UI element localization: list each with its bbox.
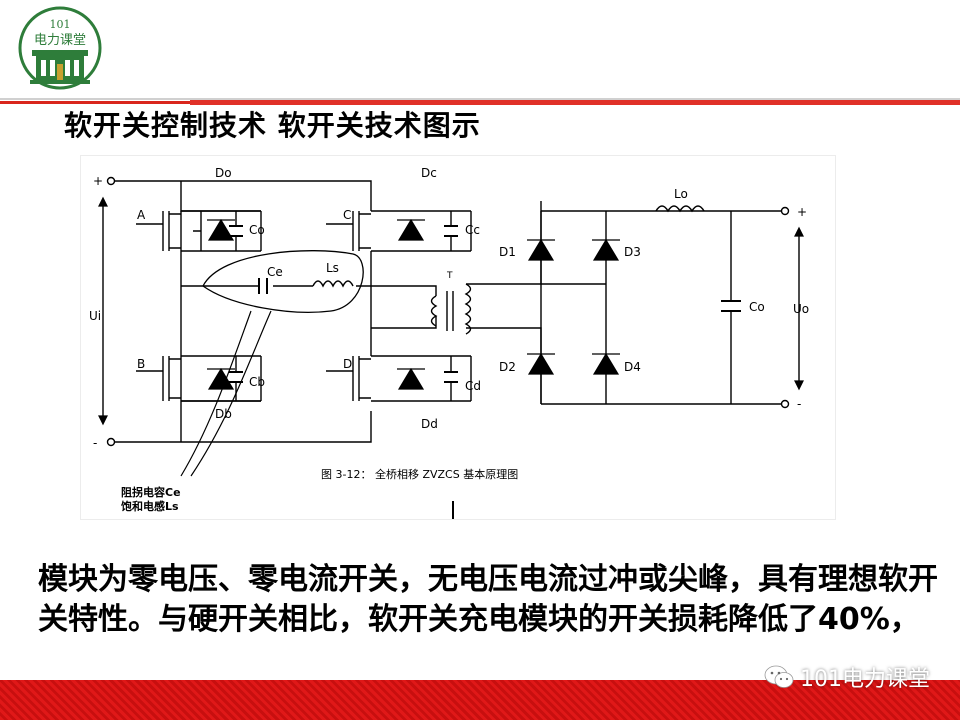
label-minus-out: - [797, 397, 801, 411]
annotation-loop [202, 250, 364, 313]
input-plus-terminal [106, 176, 116, 186]
diode-db-icon [207, 367, 235, 390]
watermark-text: 101电力课堂 [800, 667, 930, 692]
transformer-primary-icon [430, 295, 438, 327]
slide-title: 软开关控制技术 软开关技术图示 [64, 109, 481, 142]
watermark: 101电力课堂 [764, 662, 930, 692]
wechat-icon [764, 665, 794, 688]
diode-dc-icon [397, 218, 425, 241]
label-db: Db [215, 407, 232, 421]
label-cb: Cb [249, 375, 265, 389]
svg-text:101: 101 [50, 18, 71, 31]
label-uo: Uo [793, 302, 809, 316]
diode-d3-icon [592, 238, 620, 261]
logo-seal-icon: 101 电力课堂 [18, 6, 102, 90]
label-minus-in: - [93, 436, 97, 450]
label-ls: Ls [326, 261, 339, 275]
label-dc: Dc [421, 166, 437, 180]
label-d: D [343, 357, 352, 371]
inductor-ls-icon [312, 280, 354, 288]
input-minus-terminal [106, 437, 116, 447]
label-d2: D2 [499, 360, 516, 374]
label-plus-out: + [797, 205, 807, 219]
header-accent-bar [190, 100, 960, 105]
zvzcs-full-bridge-schematic: + - Ui A B C D Do Db Dc Dd Co Cb Cc Cd C… [89, 166, 809, 519]
output-minus-terminal [780, 399, 790, 409]
label-da: Do [215, 166, 232, 180]
transformer-secondary-icon [464, 283, 472, 335]
circuit-diagram: + - Ui A B C D Do Db Dc Dd Co Cb Cc Cd C… [80, 155, 836, 520]
label-ca: Co [249, 223, 265, 237]
capacitor-ce-icon [258, 278, 268, 294]
label-cc: Cc [465, 223, 480, 237]
capacitor-cc-icon [444, 225, 458, 237]
label-dd: Dd [421, 417, 438, 431]
label-d3: D3 [624, 245, 641, 259]
svg-text:电力课堂: 电力课堂 [34, 33, 86, 48]
annotation-pointer [190, 310, 272, 477]
logo: 101 电力课堂 [14, 6, 106, 92]
label-co: Co [749, 300, 765, 314]
annotation-line-2: 饱和电感Ls [121, 499, 179, 513]
output-plus-terminal [780, 206, 790, 216]
label-ui: Ui [89, 309, 101, 323]
capacitor-ca-icon [229, 225, 243, 237]
inductor-lo-icon [655, 205, 705, 213]
diagram-caption: 图 3-12： 全桥相移 ZVZCS 基本原理图 [321, 467, 518, 481]
label-d1: D1 [499, 245, 516, 259]
label-lo: Lo [674, 187, 688, 201]
label-a: A [137, 208, 146, 222]
slide-body-text: 模块为零电压、零电流开关，无电压电流过冲或尖峰，具有理想软开关特性。与硬开关相比… [38, 562, 938, 637]
capacitor-co-icon [721, 300, 741, 312]
footer-band [0, 680, 960, 720]
annotation-line-1: 阻拐电容Ce [121, 485, 181, 499]
label-t: T [446, 271, 453, 281]
diode-da-icon [207, 218, 235, 241]
label-ce: Ce [267, 265, 283, 279]
label-b: B [137, 357, 145, 371]
label-plus-in: + [93, 174, 103, 188]
diode-d1-icon [527, 238, 555, 261]
diode-dd-icon [397, 367, 425, 390]
label-cd: Cd [465, 379, 481, 393]
capacitor-cb-icon [229, 371, 243, 383]
diode-d2-icon [527, 352, 555, 375]
label-d4: D4 [624, 360, 641, 374]
label-c: C [343, 208, 351, 222]
diode-d4-icon [592, 352, 620, 375]
capacitor-cd-icon [444, 371, 458, 383]
